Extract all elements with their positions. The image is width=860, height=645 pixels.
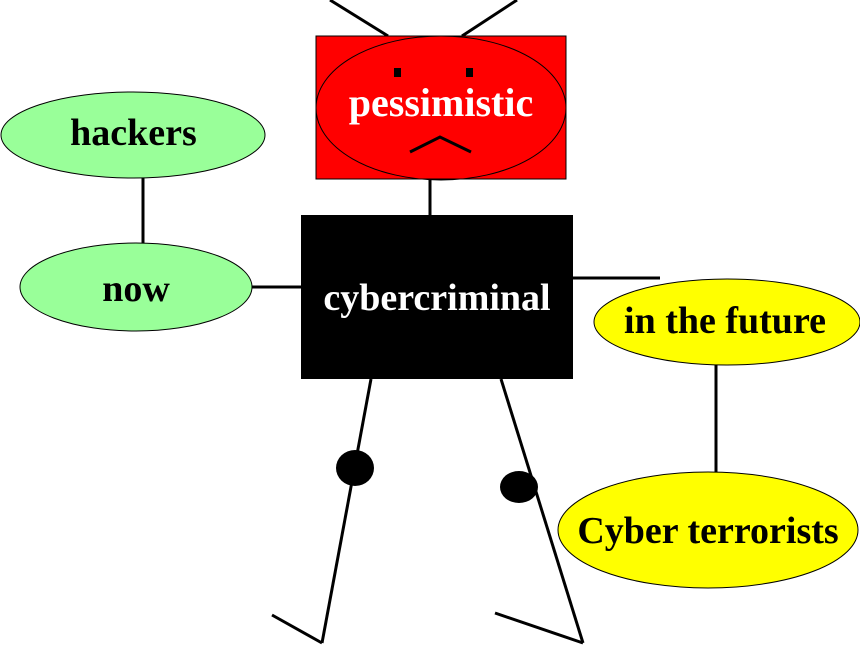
- antenna-right: [461, 0, 518, 38]
- foot-right: [494, 611, 584, 645]
- knee-right: [500, 471, 538, 503]
- leg-right: [499, 378, 585, 644]
- knee-left: [336, 450, 374, 486]
- terrorists-ellipse: [557, 471, 859, 589]
- antenna-left: [329, 0, 389, 38]
- body-box: [301, 215, 573, 379]
- leg-left: [320, 378, 373, 644]
- foot-left: [271, 613, 323, 645]
- body-label: cybercriminal: [323, 277, 551, 319]
- eye-right: [466, 68, 473, 77]
- hackers-label: hackers: [70, 112, 197, 154]
- now-label: now: [102, 268, 170, 310]
- head-face-ellipse: [315, 35, 567, 181]
- hackers-ellipse: [0, 91, 266, 179]
- future-label: in the future: [624, 300, 826, 342]
- head-label: pessimistic: [348, 80, 534, 125]
- now-ellipse: [19, 242, 253, 332]
- eye-left: [394, 68, 401, 77]
- frown-mouth: [409, 135, 472, 154]
- future-ellipse: [593, 278, 860, 366]
- terrorists-label: Cyber terrorists: [577, 510, 839, 552]
